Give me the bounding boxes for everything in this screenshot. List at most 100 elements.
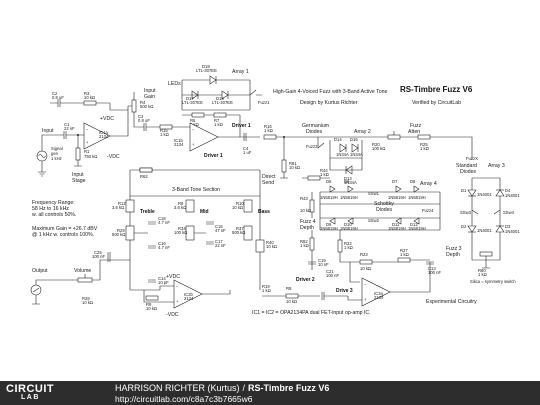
ic1b-opamp — [189, 122, 219, 152]
d4-label: D4 — [505, 188, 511, 193]
d8-value: 1N5819H — [408, 195, 426, 200]
r1-resistor — [75, 147, 81, 161]
d8-label: D8 — [410, 179, 416, 184]
r7-resistor — [213, 112, 227, 118]
r3-resistor — [83, 100, 97, 106]
r44-value: 1 kΩ — [320, 172, 329, 177]
ic2b-value: 2134 — [184, 296, 194, 301]
germanium-label-1: Germanium — [302, 123, 329, 129]
d13-value: 1N34A — [344, 180, 357, 185]
d14-diode — [339, 143, 347, 153]
driver3-label: Drive 3 — [336, 288, 353, 294]
ic1b-plus: + — [192, 142, 195, 147]
r40-resistor — [255, 239, 265, 253]
c21-value: 100 nF — [326, 273, 339, 278]
header-designer: Design by Kurtus Richter — [300, 100, 358, 106]
r8-label: R8 — [286, 286, 292, 291]
r22-label: R22 — [344, 241, 352, 246]
d12-diode — [413, 217, 420, 225]
r62-label: R62 — [300, 239, 308, 244]
r6-value: 1 kΩ — [190, 122, 199, 127]
d17-value: LTL-307EE — [182, 100, 203, 105]
fuzz3-depth-label-1: Fuzz 3 — [446, 246, 462, 252]
c4-label: C4 — [243, 146, 249, 151]
r25-resistor — [417, 134, 431, 140]
r81-resistor — [281, 159, 287, 173]
d3-label: D3 — [505, 224, 511, 229]
r27-value: 1 kΩ — [400, 252, 409, 257]
footer-url-link[interactable]: http://circuitlab.com/c8a7c3b7665w6 — [115, 394, 253, 404]
array3-label: Array 3 — [488, 163, 505, 169]
d4-value: 1N4001 — [505, 193, 520, 198]
c19-label: C19 — [318, 258, 326, 263]
schottky-label-2: Diodes — [376, 207, 393, 213]
tone-section: 3-Band Tone Section R62 Treble R12 3.6 k… — [112, 167, 277, 318]
ic1a-minus: − — [86, 127, 89, 132]
r20-label: R20 — [372, 142, 380, 147]
logo-line2: LAB — [21, 394, 40, 401]
r29-potentiometer — [125, 225, 135, 241]
direct-send-label-1: Direct — [262, 174, 276, 180]
standard-label-2: Diodes — [460, 169, 477, 175]
direct-send-label-2: Send — [262, 180, 274, 186]
circuit-name: RS-Timbre Fuzz V6 — [400, 85, 473, 94]
schematic-diagram: High-Gain 4-Voiced Fuzz with 3-Band Acti… — [30, 64, 520, 318]
c14-label: C14 — [158, 276, 166, 281]
r4-label: R4 — [140, 100, 146, 105]
input-gain-label-2: Gain — [144, 94, 155, 100]
bass-label: Bass — [258, 209, 270, 215]
r44-tone-label: R62 — [140, 174, 148, 179]
r34-value: 100 kΩ — [174, 230, 187, 235]
freq-range-3: w. all controls 50%. — [32, 212, 76, 218]
ic1a-opamp — [83, 122, 111, 150]
ic2a-label: IC2a — [374, 291, 384, 296]
r60-label: R60 — [478, 268, 486, 273]
r16-resistor — [263, 134, 277, 140]
r9-value: 10 kΩ — [146, 306, 157, 311]
r81-value: 10 kΩ — [289, 165, 300, 170]
r19-label: R19 — [262, 284, 270, 289]
ic2a-minus: − — [364, 282, 367, 287]
r12-label: R12 — [118, 201, 126, 206]
d10-label: D10 — [344, 222, 352, 227]
circuitlab-logo[interactable]: CIRCUIT LAB — [6, 383, 54, 403]
d6-label: D6 — [344, 179, 350, 184]
fuzz3-potentiometer — [479, 251, 493, 257]
c2-label: C2 — [52, 91, 58, 96]
sel-a-label: SSw1 — [368, 191, 380, 196]
input-stage-label-1: Input — [72, 172, 84, 178]
logo-line1: CIRCUIT — [6, 383, 55, 395]
d9-label: D9 — [326, 222, 332, 227]
mid-label: Mid — [200, 209, 209, 215]
d1-value: 1N4001 — [477, 192, 492, 197]
r27-label: R27 — [400, 248, 408, 253]
d16-label: D16 — [350, 137, 358, 142]
ic2b-vpos: +VDC — [166, 274, 180, 280]
fuzz3-depth-label-2: Depth — [446, 252, 460, 258]
r20-potentiometer — [387, 134, 401, 140]
d2-label: D2 — [461, 224, 467, 229]
r22-resistor — [337, 239, 343, 253]
r37-potentiometer — [243, 225, 253, 241]
d6-value: 1N5819H — [340, 195, 358, 200]
d10-value: 1N5819H — [340, 226, 358, 231]
r1-value: 750 kΩ — [84, 154, 97, 159]
r8-value: 10 kΩ — [286, 299, 297, 304]
driver2-label: Driver 2 — [296, 277, 315, 283]
c3-label: C3 — [138, 114, 144, 119]
c3-value: 0.8 uF — [138, 118, 150, 123]
array4-label: Array 4 — [420, 181, 437, 187]
tone-section-label: 3-Band Tone Section — [172, 187, 220, 193]
r9-resistor — [145, 295, 159, 301]
d18-value: LTL-307EE — [212, 100, 233, 105]
r3-label: R3 — [84, 91, 90, 96]
r43-value: 10 kΩ — [300, 208, 311, 213]
d11-value: 1N5819H — [388, 226, 406, 231]
r60-value: 1 kΩ — [478, 272, 487, 277]
c4-value: 1 uF — [243, 150, 252, 155]
input-stage-label-2: Stage — [72, 178, 86, 184]
signal-gen-label-1: Signal — [51, 146, 63, 151]
d7-diode — [395, 185, 402, 193]
ic1a-vpos: +VDC — [100, 116, 114, 122]
r10-resistor — [243, 199, 253, 213]
